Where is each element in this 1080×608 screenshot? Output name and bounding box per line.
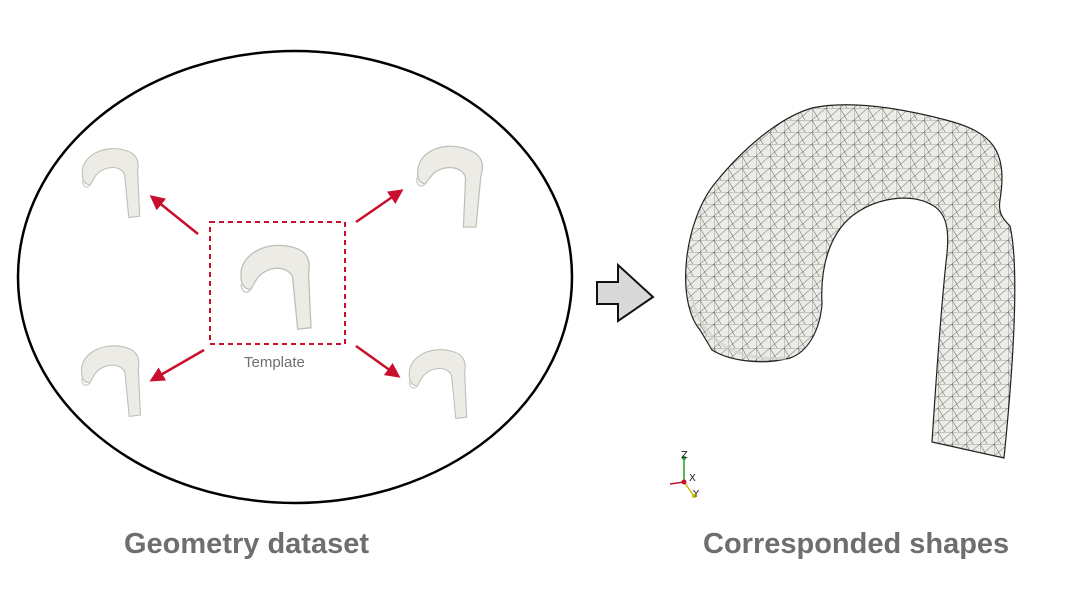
right-arrow-icon [596, 262, 655, 323]
arrow-to-bottom-right [355, 344, 401, 378]
axes-triad [669, 456, 696, 498]
axis-x-label: X [689, 473, 696, 484]
dataset-vessel-top-right [410, 140, 488, 230]
dataset-vessel-bottom-right [408, 348, 468, 420]
template-box [209, 221, 346, 345]
geometry-dataset-caption: Geometry dataset [124, 528, 369, 560]
arrow-to-top-left [149, 195, 199, 235]
dataset-vessel-top-left [81, 147, 141, 219]
corresponded-mesh-shape [685, 104, 1016, 459]
arrow-to-bottom-left [149, 348, 205, 382]
axis-y-label: Y [693, 489, 700, 500]
dataset-ellipse [16, 49, 574, 505]
corresponded-shapes-caption: Corresponded shapes [703, 528, 1010, 560]
dataset-vessel-bottom-left [80, 345, 142, 418]
template-label: Template [244, 354, 305, 371]
axis-z-label: Z [681, 450, 688, 461]
arrow-to-top-right [355, 189, 404, 224]
template-vessel-shape [239, 244, 312, 331]
